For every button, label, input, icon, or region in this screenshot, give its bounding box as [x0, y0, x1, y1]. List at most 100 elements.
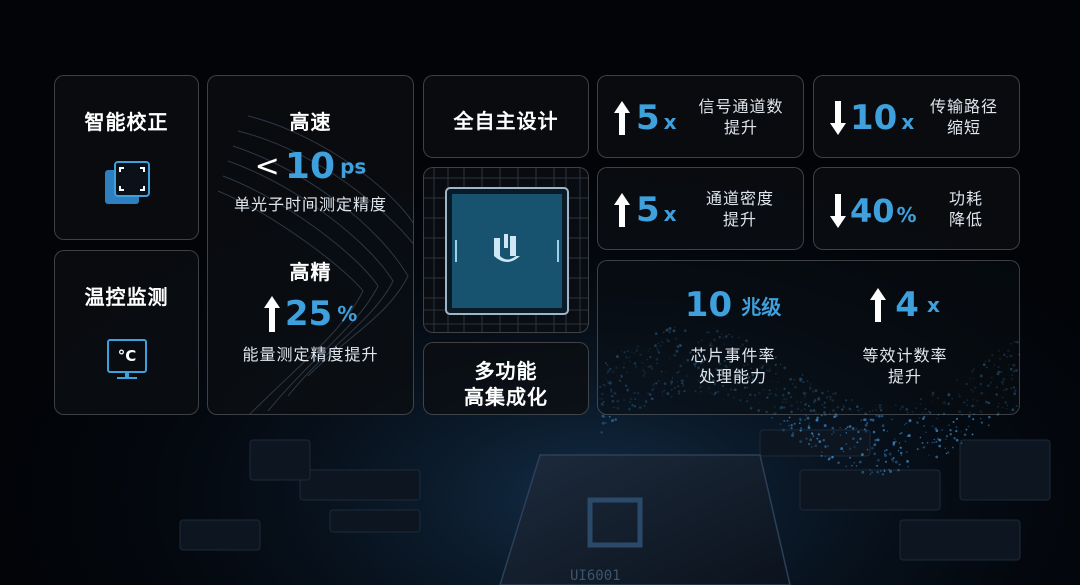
particle-dot — [891, 418, 893, 421]
particle-dot — [888, 468, 891, 471]
particle-dot — [816, 437, 819, 440]
stat-value: 40 — [850, 192, 895, 230]
particle-dot — [866, 448, 869, 451]
arrow-down-icon — [830, 101, 846, 135]
particle-dot — [881, 415, 884, 418]
particle-dot — [883, 450, 886, 452]
chip-card — [423, 167, 589, 333]
particle-dot — [798, 422, 801, 425]
particle-dot — [811, 433, 814, 435]
particle-dot — [873, 443, 877, 447]
particle-dot — [600, 431, 603, 434]
precision-unit: % — [337, 302, 358, 326]
particle-dot — [817, 433, 820, 436]
particle-dot — [863, 428, 866, 431]
particle-dot — [832, 431, 835, 433]
particle-dot — [907, 434, 911, 438]
particle-dot — [771, 417, 773, 419]
particle-dot — [897, 468, 900, 472]
particle-dot — [946, 451, 950, 454]
particle-dot — [604, 416, 606, 418]
stat-value: 5 — [636, 190, 660, 230]
particle-dot — [892, 443, 895, 446]
particle-dot — [967, 425, 970, 428]
particle-dot — [945, 452, 948, 455]
particle-dot — [899, 451, 903, 455]
particle-dot — [905, 422, 908, 425]
particle-dot — [858, 460, 862, 464]
particle-dot — [874, 438, 878, 442]
particle-dot — [820, 454, 823, 457]
particle-dot — [793, 422, 796, 425]
particle-dot — [928, 454, 930, 456]
particle-dot — [899, 446, 902, 449]
particle-dot — [855, 427, 857, 429]
particle-dot — [907, 466, 909, 468]
particle-dot — [936, 437, 940, 441]
stat-unit: % — [896, 203, 917, 227]
particle-dot — [812, 435, 815, 437]
stat-card-power: 40 % 功耗 降低 — [813, 167, 1020, 250]
particle-dot — [878, 414, 881, 418]
particle-dot — [886, 430, 889, 433]
particle-dot — [845, 427, 847, 430]
particle-dot — [980, 421, 983, 424]
particle-dot — [859, 437, 862, 441]
particle-dot — [611, 419, 614, 423]
particle-dot — [949, 432, 953, 436]
particle-dot — [916, 448, 919, 451]
particle-dot — [923, 425, 926, 427]
particle-dot — [808, 422, 811, 424]
particle-dot — [881, 473, 884, 476]
particle-dot — [877, 438, 880, 442]
particle-dot — [855, 465, 858, 467]
particle-dot — [944, 447, 947, 450]
event-rate-card: 10 兆级 芯片事件率 处理能力 4 x 等效计数率 提升 — [597, 260, 1020, 415]
event-rate-line2: 处理能力 — [698, 367, 767, 386]
particle-dot — [846, 426, 849, 428]
stat-card-channel-density: 5 x 通道密度 提升 — [597, 167, 804, 250]
integration-card: 多功能 高集成化 — [423, 342, 589, 415]
particle-dot — [938, 438, 942, 442]
particle-dot — [852, 437, 855, 440]
count-rate-value-row: 4 x — [820, 285, 990, 325]
precision-title: 高精 — [289, 260, 332, 284]
particle-dot — [799, 429, 802, 432]
particle-dot — [831, 455, 834, 459]
particle-dot — [871, 446, 874, 450]
particle-dot — [800, 427, 803, 430]
temperature-title: 温控监测 — [84, 285, 169, 309]
particle-dot — [884, 460, 887, 463]
particle-dot — [889, 470, 893, 473]
particle-dot — [783, 419, 786, 422]
particle-dot — [845, 465, 848, 468]
particle-dot — [972, 418, 975, 421]
particle-dot — [821, 451, 823, 453]
particle-dot — [831, 426, 835, 430]
stat-line1: 通道密度 — [705, 189, 774, 208]
particle-dot — [945, 438, 947, 440]
particle-dot — [854, 446, 856, 448]
particle-dot — [885, 448, 888, 452]
particle-dot — [856, 441, 859, 444]
particle-dot — [791, 431, 795, 435]
particle-dot — [864, 429, 868, 433]
count-rate-unit: x — [926, 293, 940, 317]
particle-dot — [822, 439, 825, 442]
particle-dot — [788, 424, 790, 427]
particle-dot — [871, 418, 875, 422]
particle-dot — [951, 446, 954, 449]
particle-dot — [877, 459, 880, 462]
particle-dot — [853, 462, 856, 464]
particle-dot — [922, 446, 926, 449]
stat-unit: x — [663, 110, 677, 134]
particle-dot — [805, 437, 808, 440]
stat-card-signal-channels: 5 x 信号通道数 提升 — [597, 75, 804, 158]
stat-line2: 提升 — [723, 118, 758, 137]
particle-dot — [891, 457, 894, 461]
particle-dot — [987, 424, 990, 427]
stat-line2: 降低 — [948, 210, 983, 229]
particle-dot — [782, 428, 785, 432]
particle-dot — [925, 431, 927, 434]
focus-frame-icon — [105, 161, 150, 204]
